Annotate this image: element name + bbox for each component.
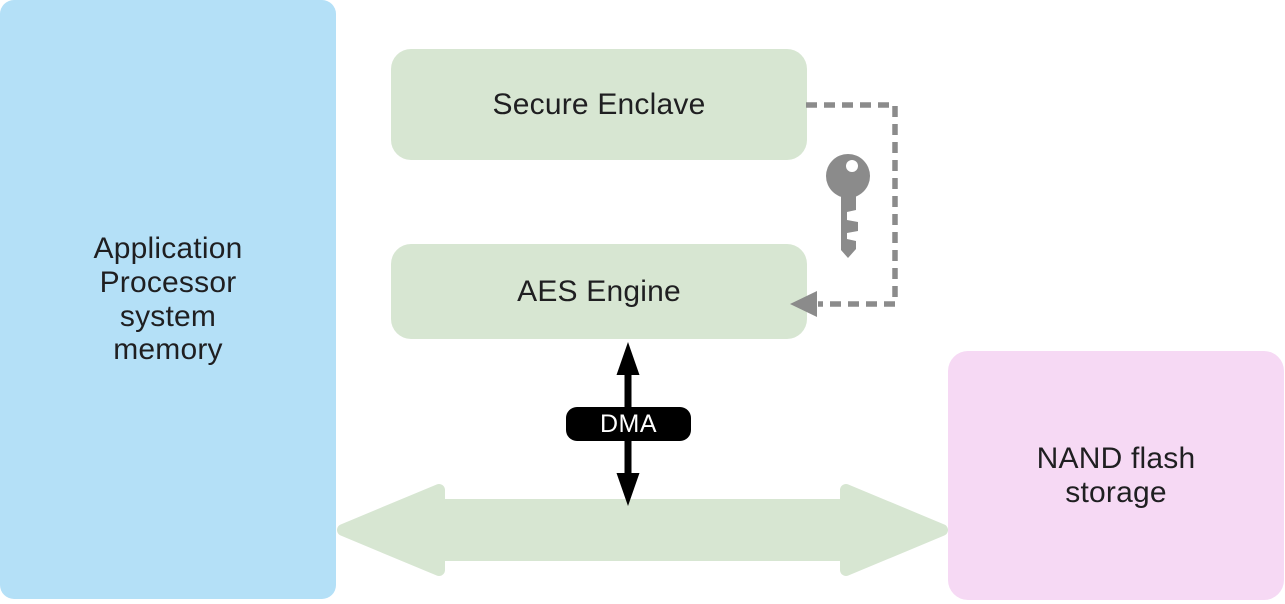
aes-engine-label: AES Engine bbox=[517, 274, 681, 308]
key-icon bbox=[826, 154, 870, 258]
secure-enclave-box: Secure Enclave bbox=[391, 49, 807, 160]
nand-flash-storage-label: NAND flash storage bbox=[1036, 441, 1196, 509]
secure-enclave-label: Secure Enclave bbox=[492, 87, 706, 121]
key-hole bbox=[846, 160, 858, 172]
nand-flash-storage-box: NAND flash storage bbox=[948, 351, 1284, 600]
application-processor-memory-label: Application Processor system memory bbox=[93, 232, 243, 367]
application-processor-memory-box: Application Processor system memory bbox=[0, 0, 336, 599]
dma-badge-label: DMA bbox=[599, 409, 658, 438]
aes-engine-box: AES Engine bbox=[391, 244, 807, 339]
dma-badge: DMA bbox=[566, 407, 691, 441]
storage-bus-arrow bbox=[337, 484, 948, 576]
